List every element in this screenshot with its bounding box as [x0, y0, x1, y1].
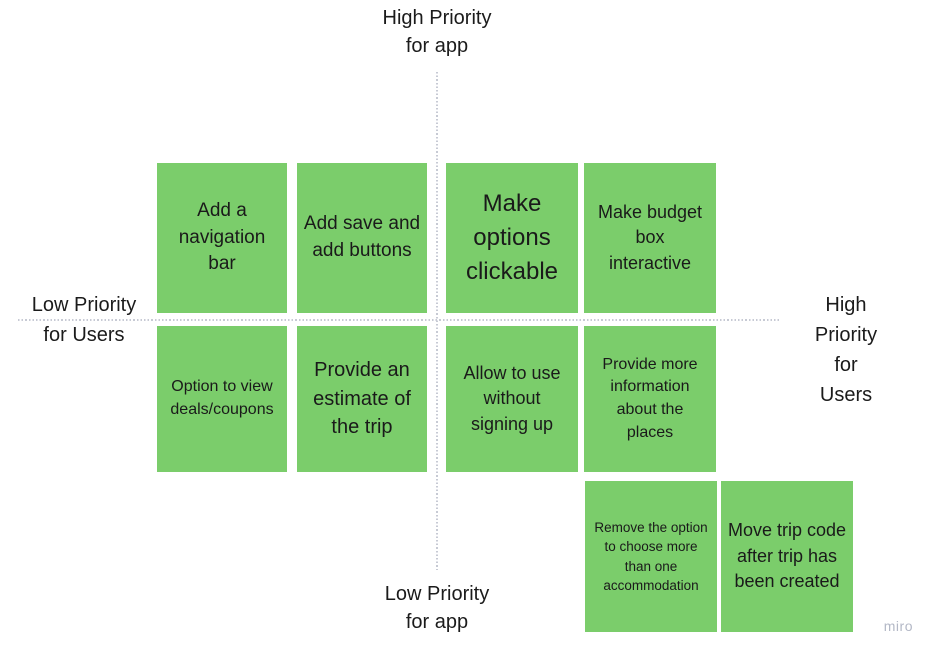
sticky-note[interactable]: Provide an estimate of the trip — [297, 326, 427, 472]
sticky-note[interactable]: Remove the option to choose more than on… — [585, 481, 717, 632]
sticky-note[interactable]: Move trip code after trip has been creat… — [721, 481, 853, 632]
sticky-note[interactable]: Provide more information about the place… — [584, 326, 716, 472]
horizontal-axis-line — [18, 319, 779, 321]
axis-label-bottom[interactable]: Low Priority for app — [384, 583, 490, 633]
sticky-note[interactable]: Allow to use without signing up — [446, 326, 578, 472]
sticky-note[interactable]: Make budget box interactive — [584, 163, 716, 313]
axis-label-right[interactable]: High Priority for Users — [814, 294, 878, 406]
sticky-note[interactable]: Add save and add buttons — [297, 163, 427, 313]
sticky-note[interactable]: Option to view deals/coupons — [157, 326, 287, 472]
sticky-note[interactable]: Add a navigation bar — [157, 163, 287, 313]
vertical-axis-line — [436, 72, 438, 570]
sticky-note[interactable]: Make options clickable — [446, 163, 578, 313]
axis-label-top[interactable]: High Priority for app — [382, 7, 492, 57]
axis-label-left[interactable]: Low Priority for Users — [31, 294, 137, 346]
miro-watermark: miro — [883, 618, 913, 634]
